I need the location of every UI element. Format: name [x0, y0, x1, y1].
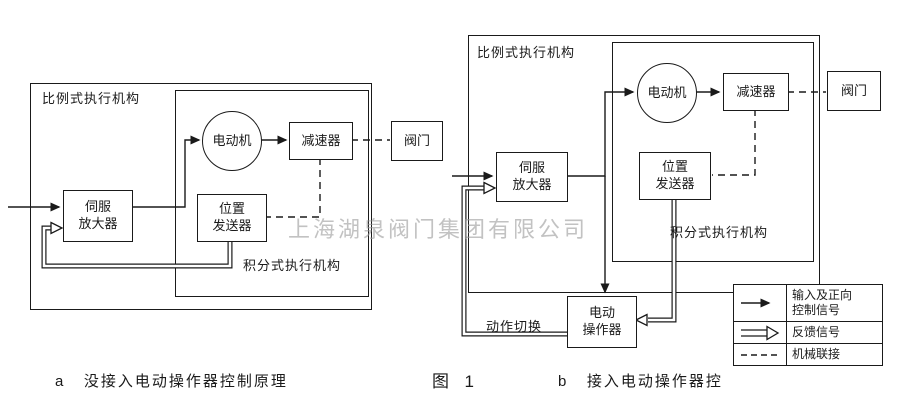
wiring-diagram-b — [452, 87, 826, 337]
diagram-a-inner-box — [175, 90, 369, 297]
feedback-arrowhead-a — [50, 221, 64, 235]
reducer-box-a: 减速器 — [289, 122, 353, 160]
servo-to-motor-b — [566, 87, 635, 177]
diagram-a-outer-label: 比例式执行机构 — [42, 91, 141, 106]
dashed-line-icon — [734, 344, 787, 365]
double-arrow-icon — [734, 322, 787, 343]
diagram-b-outer-label: 比例式执行机构 — [477, 45, 576, 60]
reducer-to-transmitter-a — [266, 158, 321, 218]
legend-box: 输入及正向 控制信号 反馈信号 机械联接 — [733, 284, 883, 366]
motor-circle-b: 电动机 — [637, 63, 697, 123]
electric-operator-box: 电动 操作器 — [567, 296, 637, 348]
diagram-a-outer-box — [30, 83, 372, 310]
servo-to-motor-a — [131, 135, 201, 208]
transmitter-to-operator-b — [648, 198, 677, 323]
position-transmitter-box-a: 位置 发送器 — [197, 194, 267, 242]
action-switch-label: 动作切换 — [486, 319, 543, 334]
motor-circle-a: 电动机 — [202, 111, 262, 171]
legend-label-mechanical-link: 机械联接 — [792, 347, 841, 361]
diagram-b-inner-box — [612, 42, 814, 262]
legend-label-feedback-signal: 反馈信号 — [792, 325, 841, 339]
diagram-a-inner-label: 积分式执行机构 — [243, 258, 342, 273]
valve-box-a: 阀门 — [391, 121, 443, 161]
caption-diagram-b: b 接入电动操作器控 — [558, 373, 723, 390]
operator-to-servo-b — [461, 185, 567, 337]
legend-row-input-signal: 输入及正向 控制信号 — [734, 285, 882, 321]
reducer-box-b: 减速器 — [723, 73, 789, 111]
valve-box-b: 阀门 — [827, 71, 881, 111]
diagram-b-outer-box — [468, 35, 820, 293]
single-arrow-icon — [734, 285, 787, 321]
caption-diagram-a: a 没接入电动操作器控制原理 — [55, 373, 288, 390]
legend-label-input-signal: 输入及正向 控制信号 — [792, 288, 853, 317]
position-transmitter-box-b: 位置 发送器 — [639, 152, 711, 200]
reducer-to-transmitter-b — [712, 109, 756, 176]
servo-amplifier-box-a: 伺服 放大器 — [63, 190, 133, 242]
legend-row-mechanical-link: 机械联接 — [734, 343, 882, 365]
legend-row-feedback-signal: 反馈信号 — [734, 321, 882, 343]
diagram-b-inner-label: 积分式执行机构 — [670, 225, 769, 240]
figure-caption: 图 1 — [432, 372, 476, 391]
wiring-diagram-a — [8, 135, 390, 269]
servo-amplifier-box-b: 伺服 放大器 — [496, 152, 568, 202]
